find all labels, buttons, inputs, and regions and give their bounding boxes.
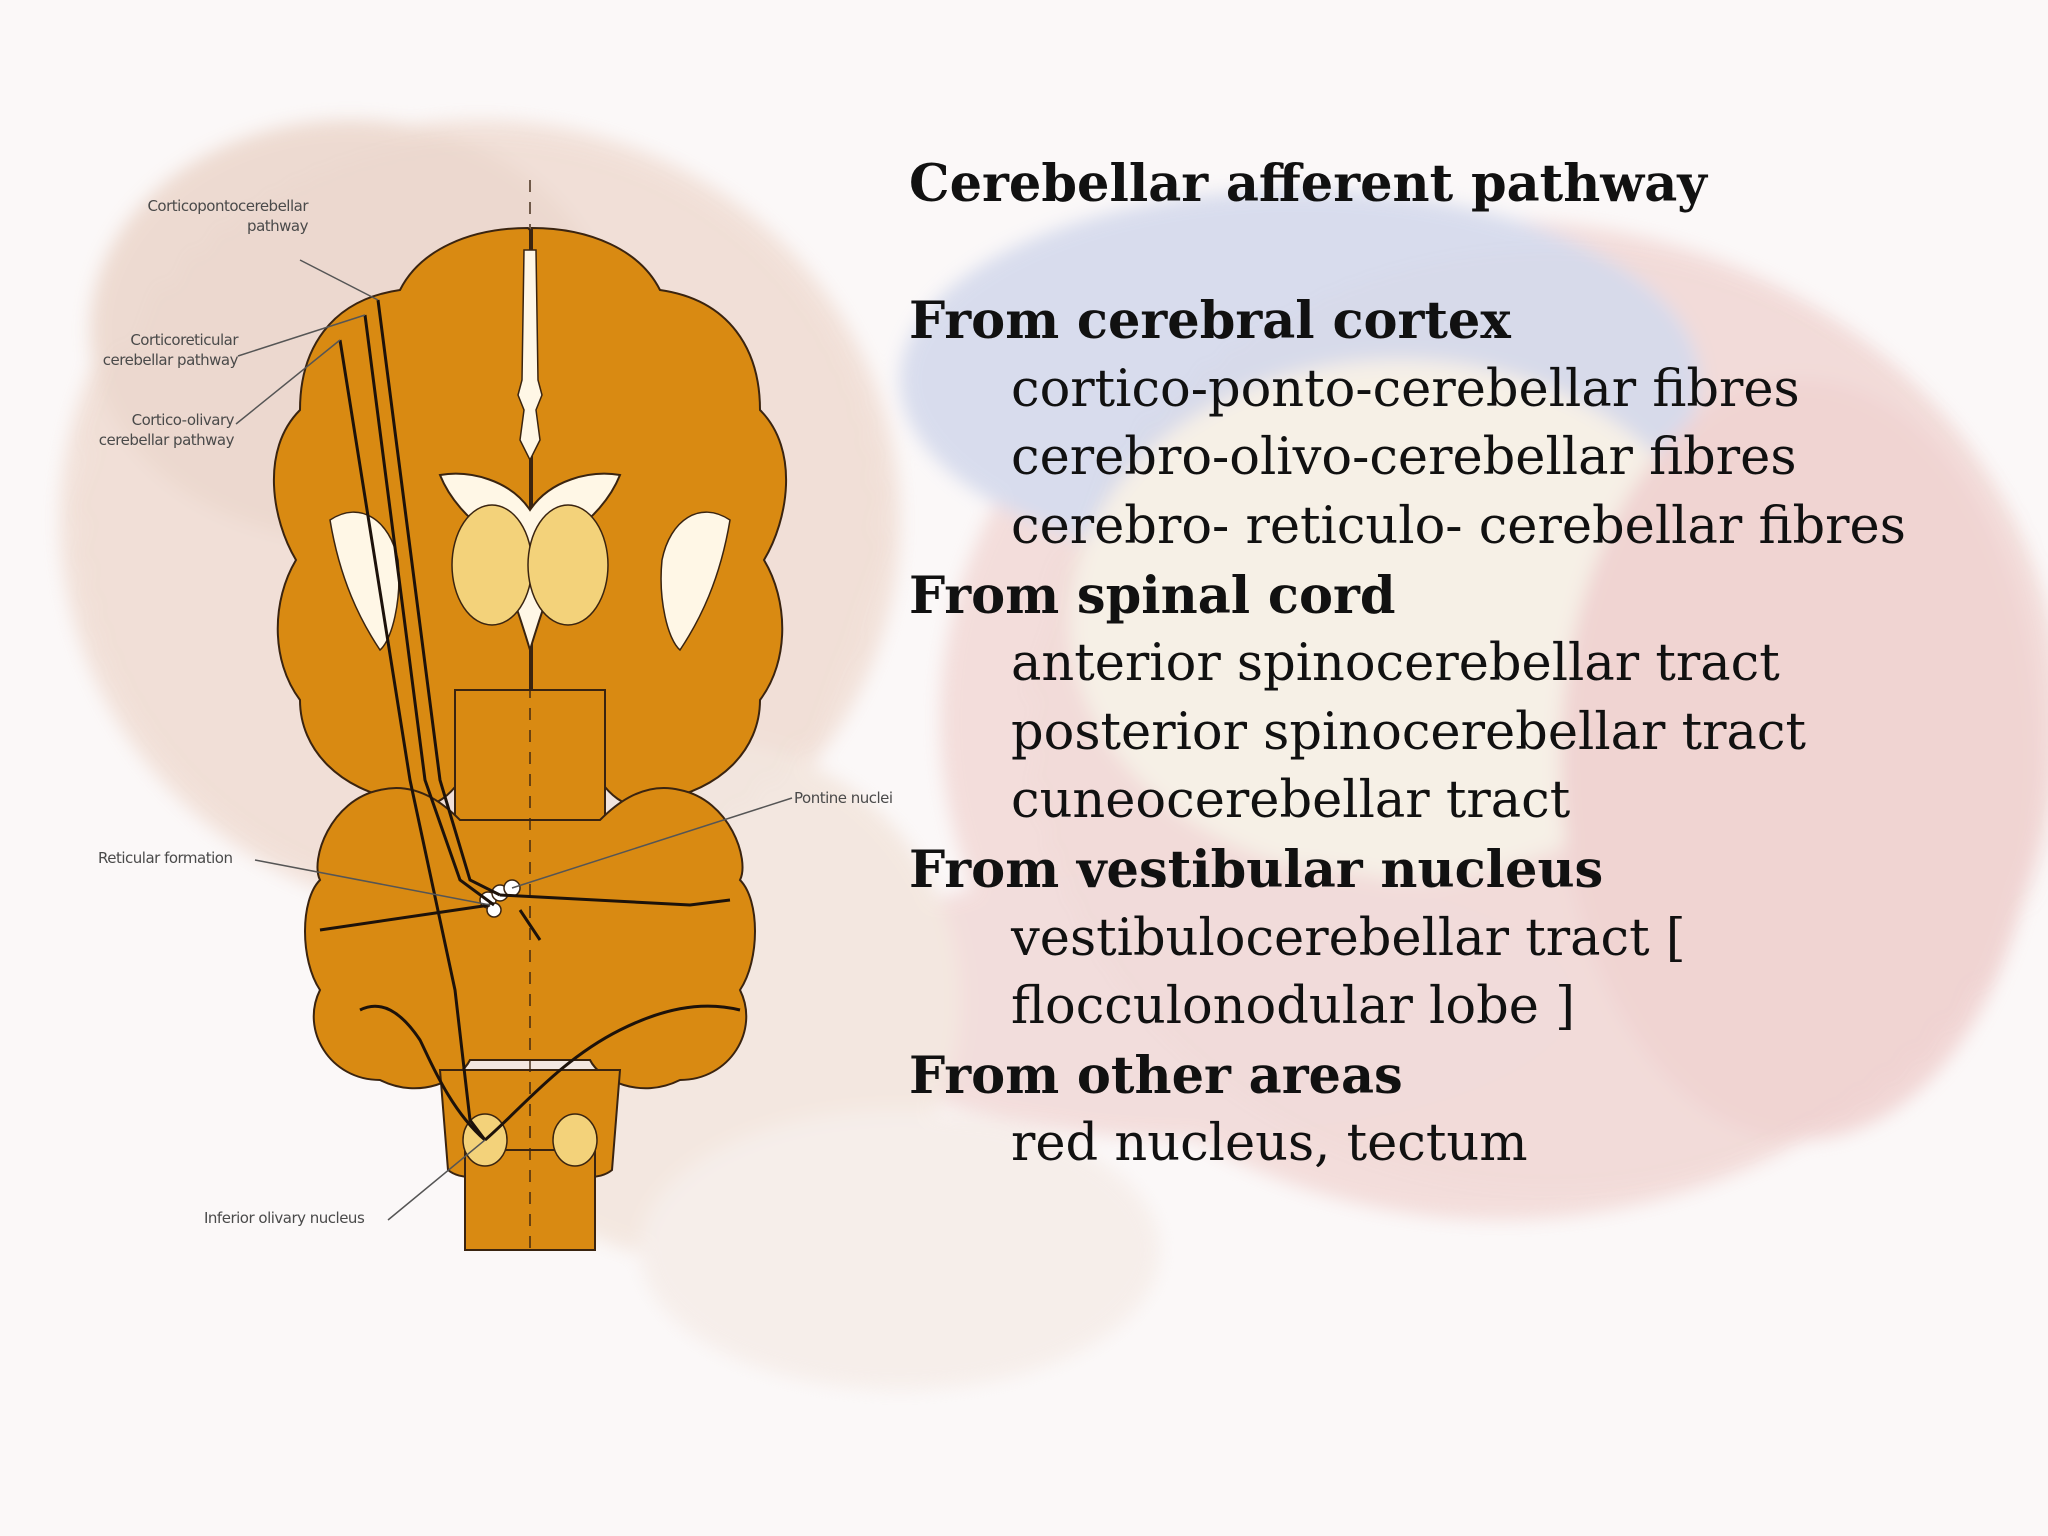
- label-pontine-nuclei: Pontine nuclei: [794, 789, 893, 807]
- list-item: cortico-ponto-cerebellar fibres: [1011, 359, 1800, 419]
- section-heading-other-areas: From other areas: [909, 1045, 1403, 1106]
- list-item: flocculonodular lobe ]: [1011, 977, 1576, 1037]
- list-item: cerebro- reticulo- cerebellar fibres: [1011, 496, 1906, 556]
- fibre-pathways: [319, 299, 741, 1142]
- list-item: vestibulocerebellar tract [: [1011, 908, 1686, 968]
- label-reticular-formation: Reticular formation: [98, 849, 233, 867]
- list-item: anterior spinocerebellar tract: [1011, 634, 1780, 694]
- label-inferior-olivary-nucleus: Inferior olivary nucleus: [204, 1209, 365, 1227]
- label-pointers: [235, 259, 793, 1221]
- section-heading-spinal-cord: From spinal cord: [909, 565, 1396, 626]
- list-item: cuneocerebellar tract: [1011, 771, 1571, 831]
- list-item: cerebro-olivo-cerebellar fibres: [1011, 428, 1797, 488]
- thalamus-right: [527, 504, 609, 626]
- list-item: red nucleus, tectum: [1011, 1114, 1528, 1174]
- inferior-olive-right: [552, 1113, 598, 1167]
- lateral-ventricle-left: [329, 511, 400, 652]
- spacer: [909, 219, 2019, 288]
- slide-title: Cerebellar afferent pathway: [909, 154, 1707, 214]
- section-heading-vestibular-nucleus: From vestibular nucleus: [909, 839, 1604, 900]
- label-corticopontocerebellar: Corticopontocerebellar pathway: [147, 197, 308, 236]
- lateral-ventricle-right: [660, 511, 731, 652]
- list-item: posterior spinocerebellar tract: [1011, 702, 1806, 762]
- thalamus-left: [451, 504, 533, 626]
- text-panel: Cerebellar afferent pathway From cerebra…: [909, 150, 2019, 1179]
- label-corticoolivary: Cortico-olivary cerebellar pathway: [98, 411, 235, 450]
- label-corticoreticular: Corticoreticular cerebellar pathway: [102, 331, 239, 370]
- section-heading-cerebral-cortex: From cerebral cortex: [909, 291, 1511, 352]
- third-ventricle: [517, 249, 543, 462]
